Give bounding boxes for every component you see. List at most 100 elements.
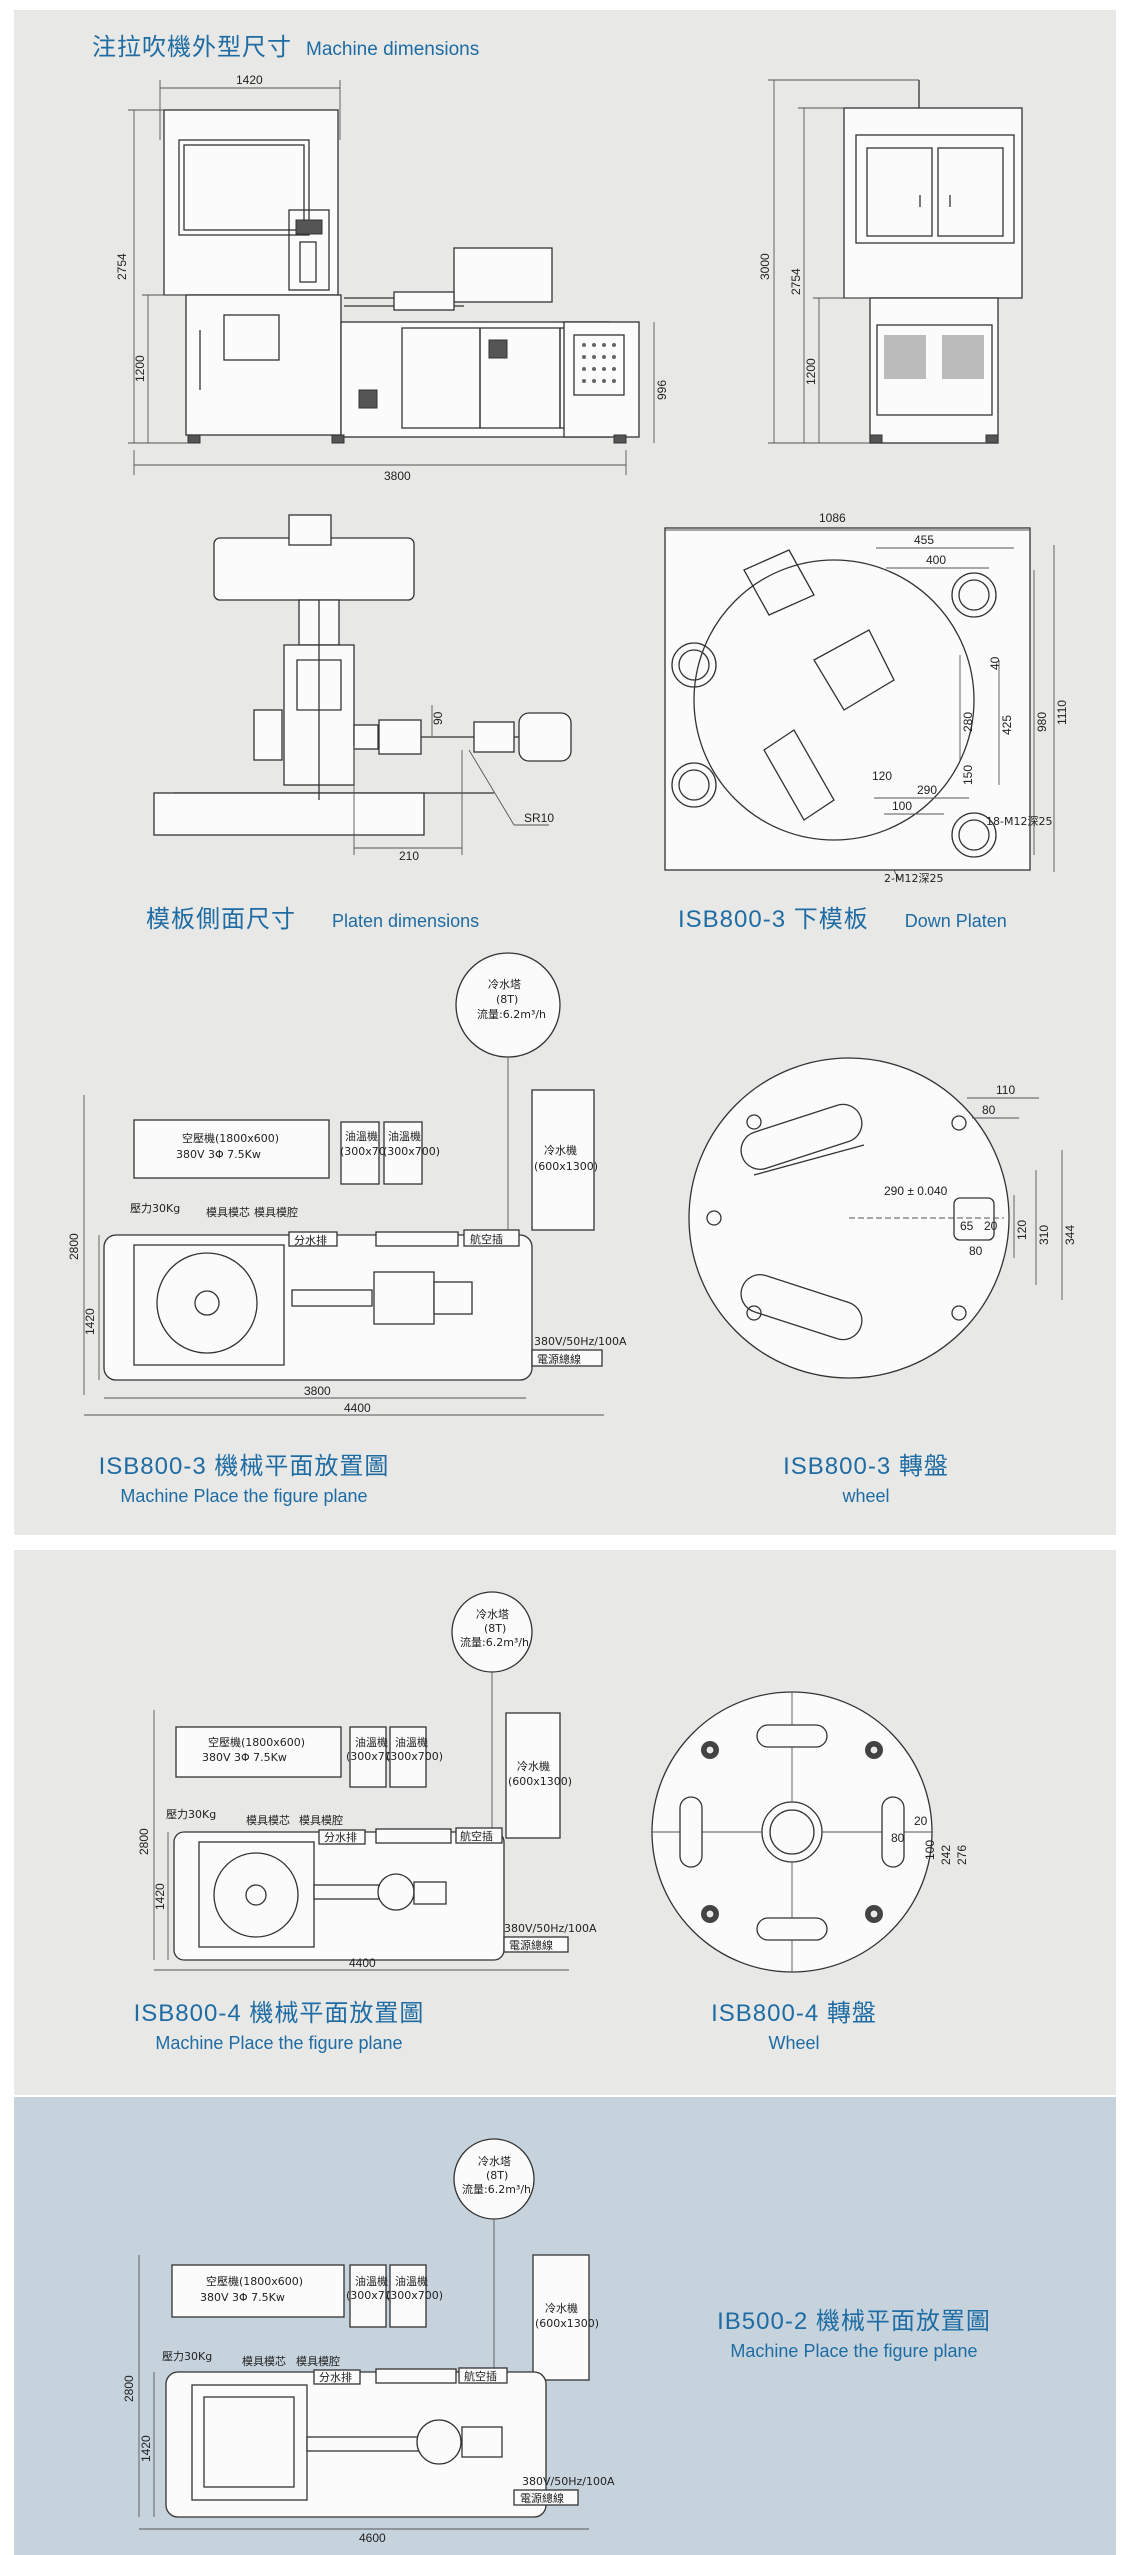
svg-text:(600x1300): (600x1300) <box>508 1775 572 1788</box>
svg-text:油溫機: 油溫機 <box>355 2274 388 2288</box>
dim-injection-height: 996 <box>655 380 669 400</box>
dim-800-4-2800: 2800 <box>137 1828 151 1855</box>
dim-down-100: 100 <box>892 799 912 813</box>
power-spec-800-3: 380V/50Hz/100A <box>534 1335 627 1348</box>
svg-text:分水排: 分水排 <box>319 2370 352 2384</box>
dim-800-4-4400: 4400 <box>349 1956 376 1970</box>
svg-text:油溫機: 油溫機 <box>355 1735 388 1749</box>
svg-text:電源總線: 電源總線 <box>537 1352 581 1366</box>
wheel-800-4-drawing: 20 80 100 242 276 <box>651 1691 969 1973</box>
svg-text:模具模腔: 模具模腔 <box>296 2354 340 2368</box>
dim-800-3-3800: 3800 <box>304 1384 331 1398</box>
layout-500-2-drawing: 冷水塔 (8T) 流量:6.2m³/h 空壓機(1800x600) 380V 3… <box>122 2138 615 2545</box>
svg-text:電源總線: 電源總線 <box>509 1938 553 1952</box>
dim-800-3-4400: 4400 <box>344 1401 371 1415</box>
dim-wheel4-80: 80 <box>891 1831 905 1845</box>
svg-text:航空插: 航空插 <box>460 1829 493 1843</box>
pressure-label-800-3: 壓力30Kg <box>130 1202 180 1215</box>
svg-text:油溫機: 油溫機 <box>345 1129 378 1143</box>
dim-down-400: 400 <box>926 553 946 567</box>
dim-side-base: 1200 <box>804 358 818 385</box>
panel-specs-b: 冷水塔 (8T) 流量:6.2m³/h 空壓機(1800x600) 380V 3… <box>14 1550 1116 2095</box>
dim-side-height-body: 2754 <box>789 268 803 295</box>
dim-800-3-2800: 2800 <box>67 1233 81 1260</box>
layout-500-2-drawings: 冷水塔 (8T) 流量:6.2m³/h 空壓機(1800x600) 380V 3… <box>122 2138 615 2545</box>
compressor-label-800-3: 空壓機(1800x600) <box>182 1131 279 1145</box>
svg-text:模具模芯: 模具模芯 <box>242 2354 286 2368</box>
svg-text:模具模腔: 模具模腔 <box>299 1813 343 1827</box>
svg-text:油溫機: 油溫機 <box>388 1129 421 1143</box>
dim-platen-height: 90 <box>431 711 445 725</box>
svg-text:(600x1300): (600x1300) <box>534 1160 598 1173</box>
dim-wheel3-110: 110 <box>996 1083 1015 1097</box>
svg-text:380V/50Hz/100A: 380V/50Hz/100A <box>504 1922 597 1935</box>
dim-down-120: 120 <box>872 769 892 783</box>
dim-wheel3-20: 20 <box>984 1219 998 1233</box>
svg-text:冷水塔: 冷水塔 <box>476 1608 509 1621</box>
svg-text:分水排: 分水排 <box>324 1830 357 1844</box>
platen-side-drawing: 210 90 SR10 <box>153 514 572 863</box>
dim-wheel3-310: 310 <box>1037 1225 1051 1245</box>
dim-wheel4-276: 276 <box>955 1845 969 1865</box>
air-dist-label-800-3: 航空插 <box>470 1232 503 1246</box>
svg-text:380V/50Hz/100A: 380V/50Hz/100A <box>522 2475 615 2488</box>
svg-text:380V 3Φ 7.5Kw: 380V 3Φ 7.5Kw <box>202 1751 287 1764</box>
dim-down-40: 40 <box>988 656 1002 670</box>
dim-wheel4-242: 242 <box>939 1845 953 1865</box>
front-view-drawing: 1420 <box>115 73 669 483</box>
svg-text:流量:6.2m³/h: 流量:6.2m³/h <box>477 1007 546 1021</box>
dim-down-980: 980 <box>1035 712 1049 732</box>
svg-text:壓力30Kg: 壓力30Kg <box>162 2350 212 2363</box>
svg-text:(600x1300): (600x1300) <box>535 2317 599 2330</box>
dim-500-2-1420: 1420 <box>139 2435 153 2462</box>
svg-text:流量:6.2m³/h: 流量:6.2m³/h <box>460 1635 529 1649</box>
svg-text:冷水機: 冷水機 <box>545 2301 578 2315</box>
svg-text:(300x700): (300x700) <box>386 2289 443 2302</box>
dim-wheel3-80b: 80 <box>969 1244 983 1258</box>
dim-down-bolt2: 2-M12深25 <box>884 872 943 885</box>
dim-wheel3-290: 290 ± 0.040 <box>884 1184 948 1198</box>
layout-800-3-drawing: 冷水塔 (8T) 流量:6.2m³/h 空壓機(1800x600) 380V 3… <box>67 952 627 1416</box>
svg-text:(300x700): (300x700) <box>340 1145 397 1158</box>
dim-down-280: 280 <box>961 712 975 732</box>
svg-text:冷水塔: 冷水塔 <box>478 2155 511 2168</box>
layout-800-4-drawings: 冷水塔 (8T) 流量:6.2m³/h 空壓機(1800x600) 380V 3… <box>137 1591 969 1973</box>
svg-text:模具模腔: 模具模腔 <box>254 1205 298 1219</box>
dim-wheel3-120: 120 <box>1015 1220 1029 1240</box>
water-dist-label-800-3: 分水排 <box>294 1233 327 1247</box>
dim-base-height: 1200 <box>133 355 147 382</box>
dim-800-3-1420: 1420 <box>83 1308 97 1335</box>
svg-text:(300x700): (300x700) <box>386 1750 443 1763</box>
svg-text:(300x700): (300x700) <box>346 2289 403 2302</box>
dim-wheel4-100: 100 <box>923 1840 937 1860</box>
dim-down-455: 455 <box>914 533 934 547</box>
dim-side-height-total: 3000 <box>758 253 772 280</box>
svg-text:(8T): (8T) <box>484 1622 506 1635</box>
dim-down-290: 290 <box>917 783 937 797</box>
dim-wheel3-65: 65 <box>960 1219 974 1233</box>
svg-text:空壓機(1800x600): 空壓機(1800x600) <box>206 2274 303 2288</box>
dim-front-width: 1420 <box>236 73 263 87</box>
svg-text:(300x700): (300x700) <box>383 1145 440 1158</box>
cooling-tower-label-800-3: 冷水塔 <box>488 978 521 991</box>
svg-text:(300x700): (300x700) <box>346 1750 403 1763</box>
dim-down-425: 425 <box>1000 715 1014 735</box>
side-view-drawing: 3000 2754 1200 <box>758 79 1023 444</box>
svg-text:380V 3Φ 7.5Kw: 380V 3Φ 7.5Kw <box>176 1148 261 1161</box>
svg-text:空壓機(1800x600): 空壓機(1800x600) <box>208 1735 305 1749</box>
svg-text:380V 3Φ 7.5Kw: 380V 3Φ 7.5Kw <box>200 2291 285 2304</box>
layout-800-4-drawing: 冷水塔 (8T) 流量:6.2m³/h 空壓機(1800x600) 380V 3… <box>137 1591 597 1971</box>
dim-800-4-1420: 1420 <box>153 1883 167 1910</box>
wheel-800-3-drawing: 290 ± 0.040 110 80 65 20 80 120 310 344 <box>688 1057 1077 1379</box>
dim-500-2-4600: 4600 <box>359 2531 386 2545</box>
down-platen-drawing: 1086 455 400 1110 980 425 40 280 150 290… <box>664 511 1069 885</box>
svg-text:(8T): (8T) <box>496 993 518 1006</box>
chiller-label-800-3: 冷水機 <box>544 1143 577 1157</box>
